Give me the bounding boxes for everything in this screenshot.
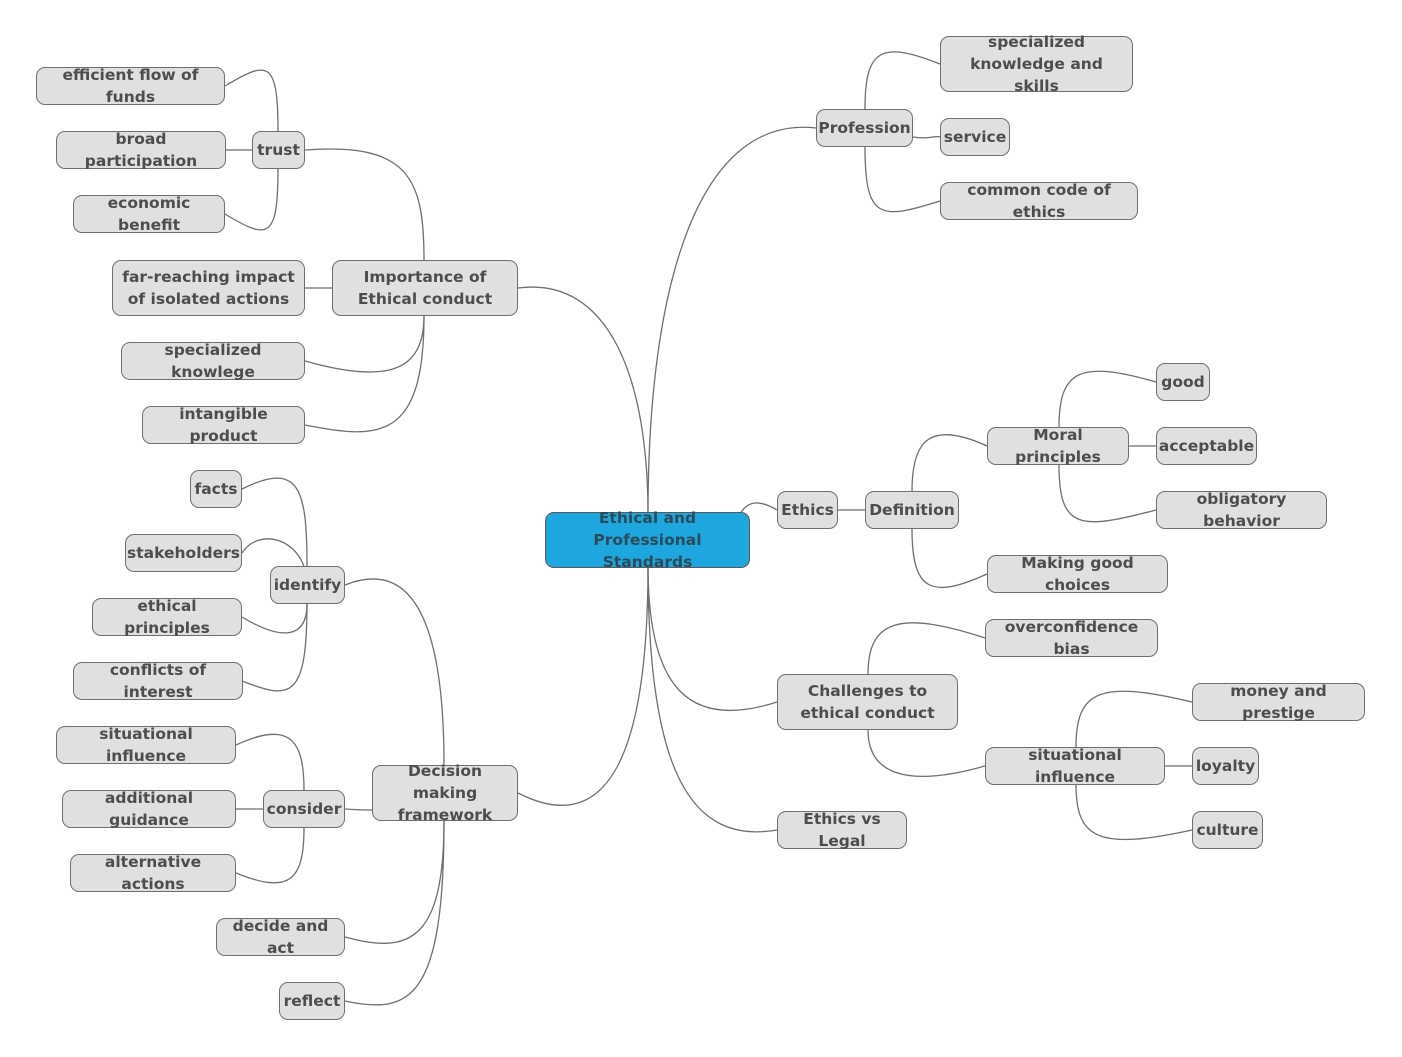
node-good: good <box>1156 363 1210 401</box>
node-economic-benefit: economic benefit <box>73 194 225 234</box>
edge-25 <box>739 502 778 515</box>
node-loyalty: loyalty <box>1192 747 1259 785</box>
node-obligatory-behavior: obligatory behavior <box>1156 490 1327 530</box>
node-specialized-knowlege: specialized knowlege <box>121 341 305 381</box>
node-service: service <box>940 118 1010 156</box>
edge-20 <box>344 820 445 1006</box>
node-consider: consider <box>263 790 345 828</box>
edge-23 <box>912 135 941 139</box>
edge-1 <box>517 286 649 515</box>
edge-11 <box>241 477 308 567</box>
edge-33 <box>867 622 986 675</box>
edge-7 <box>304 315 425 373</box>
node-ethics-vs-legal: Ethics vs Legal <box>777 810 907 850</box>
node-making-good-choices: Making good choices <box>987 554 1168 594</box>
edge-37 <box>1075 784 1193 841</box>
edge-14 <box>241 603 308 692</box>
node-facts: facts <box>190 470 242 508</box>
node-alternative-actions: alternative actions <box>70 853 236 893</box>
edge-22 <box>864 51 941 110</box>
edge-5 <box>224 168 279 231</box>
edge-38 <box>647 565 778 833</box>
node-challenges-to-ethical-conduct: Challenges to ethical conduct <box>777 674 958 730</box>
edge-30 <box>1058 464 1157 523</box>
node-identify: identify <box>270 566 345 604</box>
node-conflicts-of-interest: conflicts of interest <box>73 661 243 701</box>
edge-31 <box>911 528 988 588</box>
edge-35 <box>1075 690 1193 748</box>
node-far-reaching-impact: far-reaching impact of isolated actions <box>112 260 305 316</box>
node-money-and-prestige: money and prestige <box>1192 682 1365 722</box>
node-decide-and-act: decide and act <box>216 917 345 957</box>
node-acceptable: acceptable <box>1156 427 1257 465</box>
node-intangible-product: intangible product <box>142 405 305 445</box>
node-ethics: Ethics <box>777 491 838 529</box>
edge-3 <box>224 69 279 132</box>
node-ethical-principles: ethical principles <box>92 597 242 637</box>
edge-21 <box>647 126 817 515</box>
node-reflect: reflect <box>279 982 345 1020</box>
edge-2 <box>304 148 425 261</box>
edge-19 <box>344 820 445 944</box>
node-decision-making-framework: Decision making framework <box>372 762 518 824</box>
edge-32 <box>647 565 778 712</box>
node-stakeholders: stakeholders <box>125 534 242 572</box>
edge-27 <box>911 434 988 492</box>
edge-24 <box>864 146 941 213</box>
root-node: Ethical and Professional Standards <box>545 509 750 571</box>
node-situational-influence-right: situational influence <box>985 746 1165 786</box>
node-additional-guidance: additional guidance <box>62 789 236 829</box>
edge-18 <box>235 827 305 884</box>
edge-16 <box>235 733 305 791</box>
node-importance-of-ethical-conduct: Importance of Ethical conduct <box>332 260 518 316</box>
edge-34 <box>867 729 986 778</box>
node-trust: trust <box>252 131 305 169</box>
node-culture: culture <box>1192 811 1263 849</box>
node-situational-influence-left: situational influence <box>56 725 236 765</box>
node-overconfidence-bias: overconfidence bias <box>985 618 1158 658</box>
edge-10 <box>344 578 445 766</box>
edge-9 <box>517 565 649 806</box>
node-specialized-knowledge-and-skills: specialized knowledge and skills <box>940 33 1133 95</box>
edge-8 <box>304 315 425 433</box>
edge-13 <box>241 603 308 634</box>
node-efficient-flow-of-funds: efficient flow of funds <box>36 66 225 106</box>
node-definition: Definition <box>865 491 959 529</box>
node-moral-principles: Moral principles <box>987 426 1129 466</box>
node-common-code-of-ethics: common code of ethics <box>940 181 1138 221</box>
node-profession: Profession <box>816 109 913 147</box>
node-broad-participation: broad participation <box>56 130 226 170</box>
edge-28 <box>1058 370 1157 428</box>
